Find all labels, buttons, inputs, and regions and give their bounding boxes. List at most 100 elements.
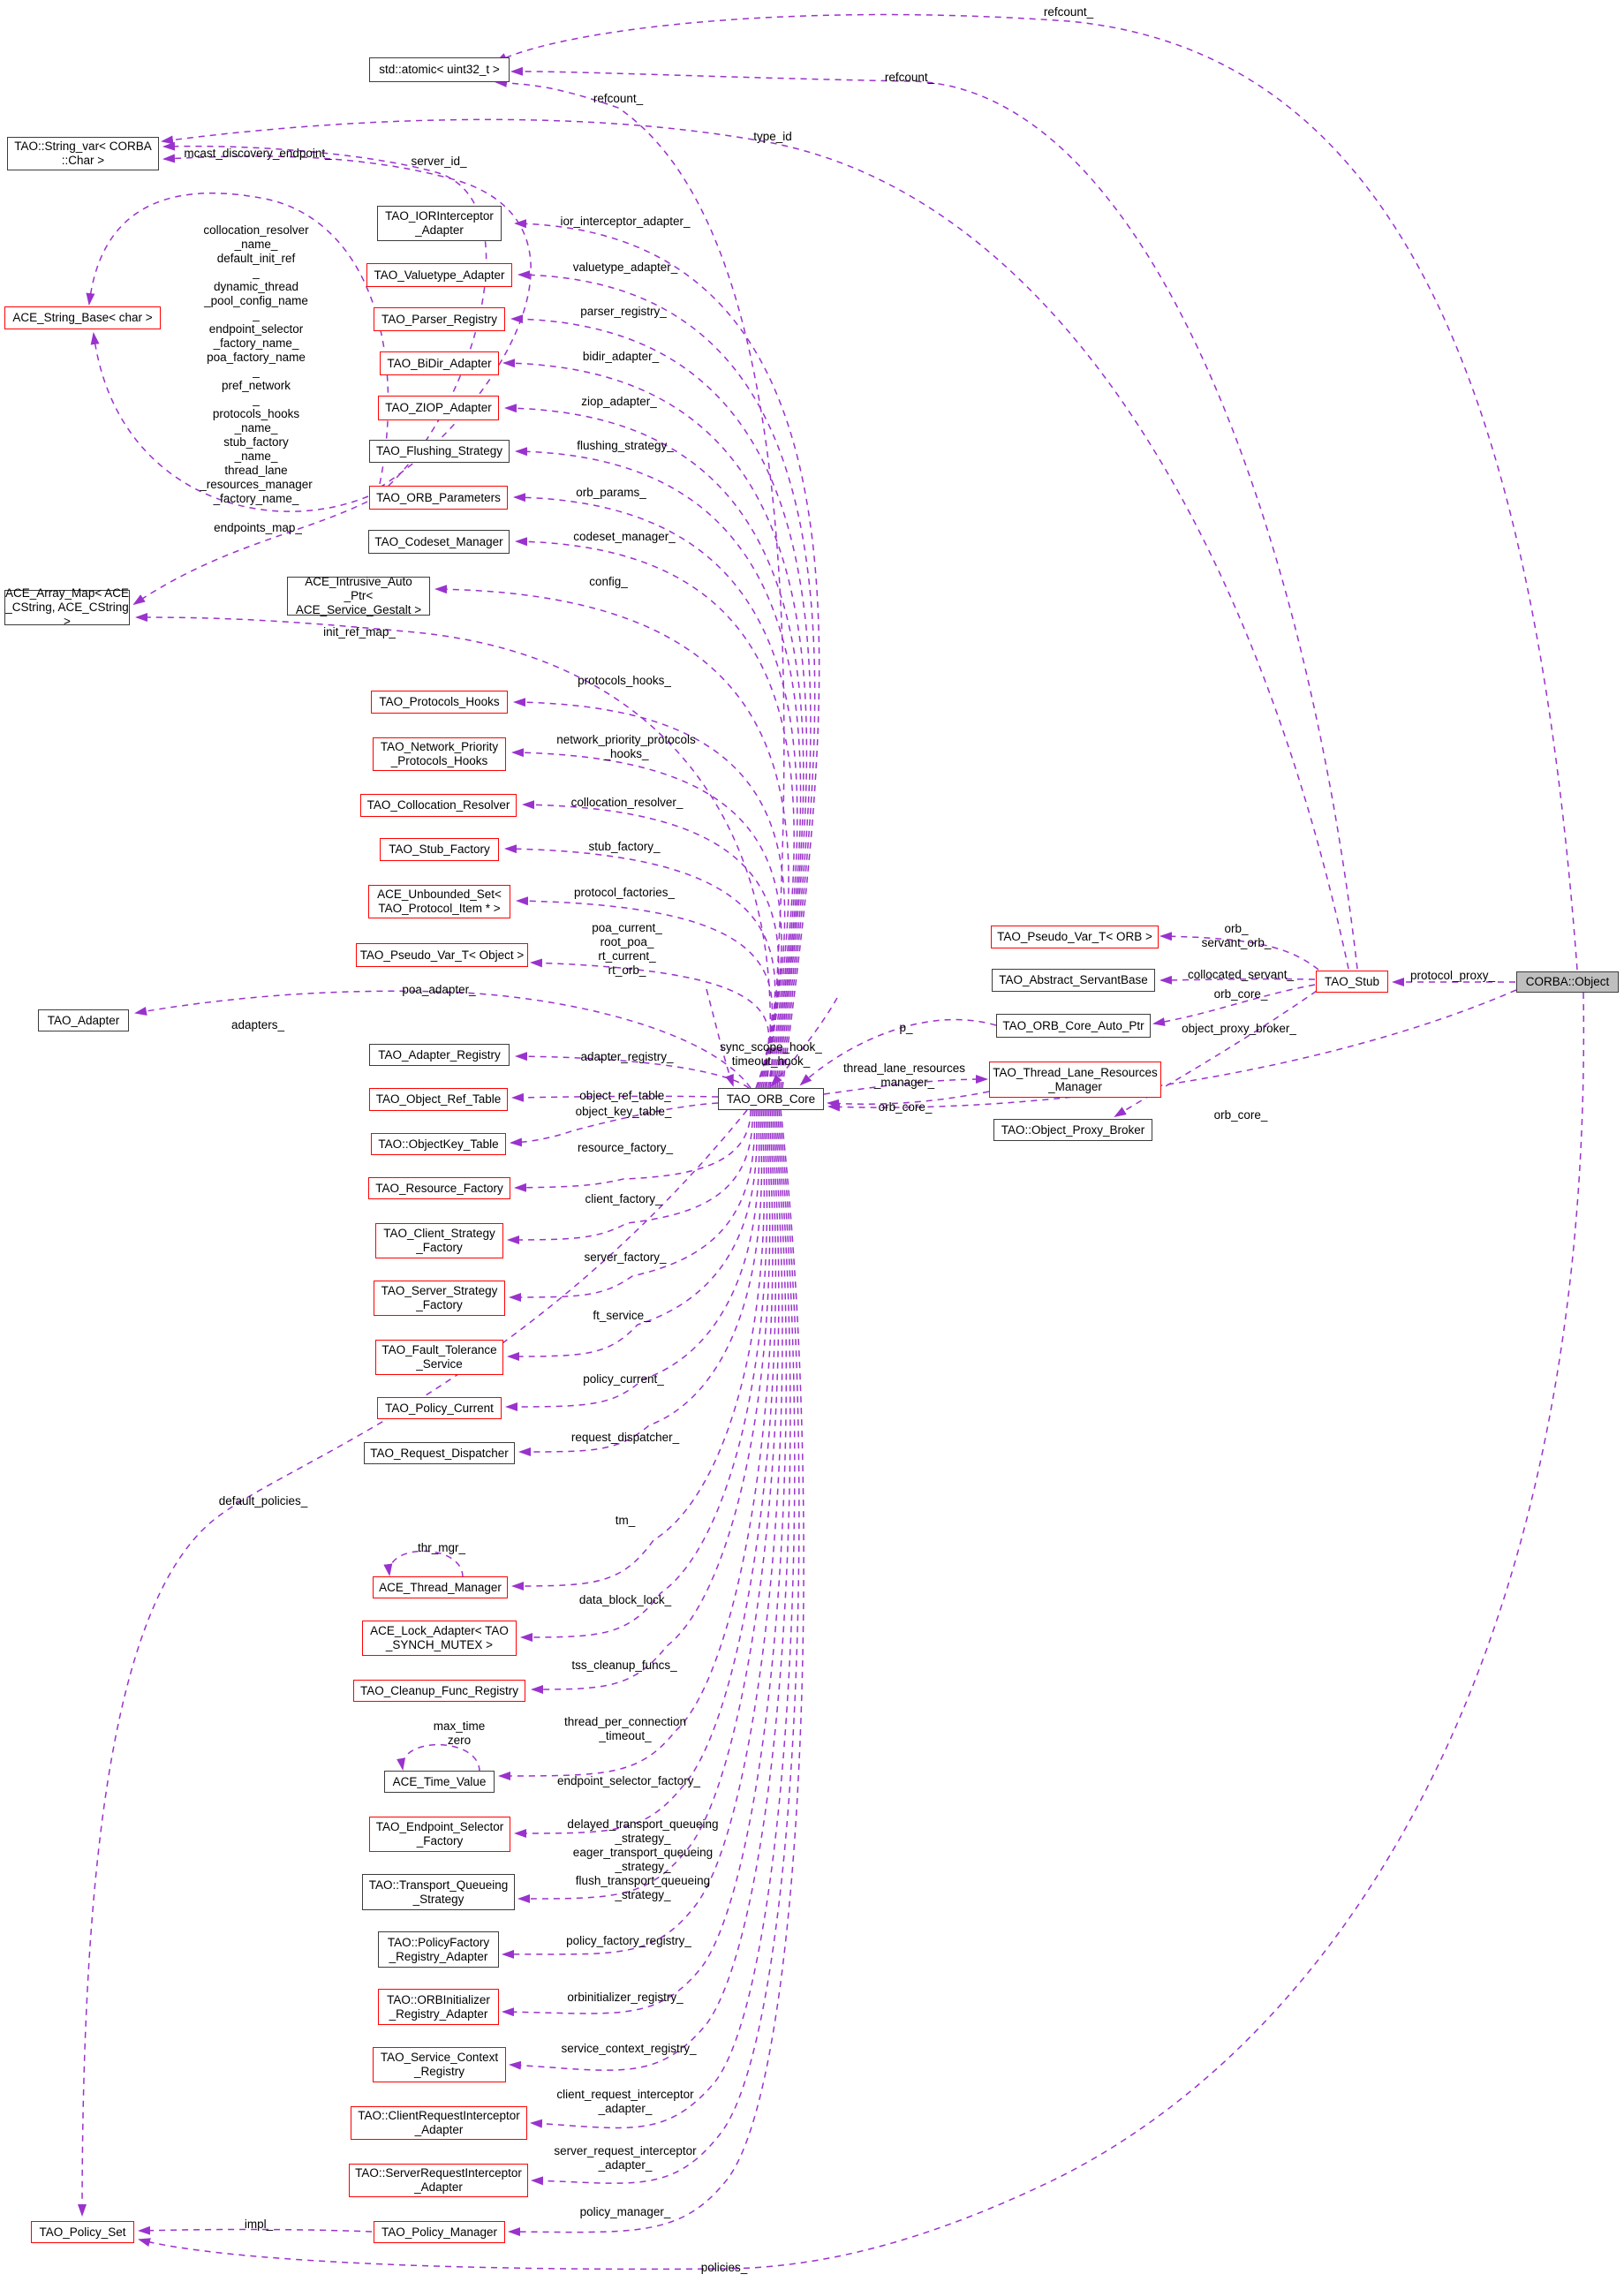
edge-endpoints-map bbox=[132, 501, 368, 606]
class-node-corba-object[interactable]: CORBA::Object bbox=[1516, 971, 1619, 993]
edge-label: ziop_adapter_ bbox=[581, 395, 657, 408]
edge-label: orb_core_ bbox=[1213, 987, 1268, 1001]
edge-label: tm_ bbox=[615, 1514, 636, 1527]
edge-p bbox=[799, 1018, 997, 1086]
class-node-tao-pseudo-var-object[interactable]: TAO_Pseudo_Var_T< Object > bbox=[356, 943, 528, 967]
class-node-tao-orb-parameters[interactable]: TAO_ORB_Parameters bbox=[369, 486, 508, 510]
edge-label: protocols_hooks_ bbox=[578, 674, 671, 687]
edge-orb-core-from-object bbox=[827, 989, 1517, 1112]
class-node-tao-adapter[interactable]: TAO_Adapter bbox=[38, 1009, 129, 1031]
class-node-tao-policy-manager[interactable]: TAO_Policy_Manager bbox=[374, 2221, 505, 2243]
class-node-tao-flushing-strategy[interactable]: TAO_Flushing_Strategy bbox=[369, 440, 510, 463]
edge-collocation-resolver bbox=[522, 800, 780, 1089]
edge-parser-registry bbox=[510, 314, 812, 1089]
edge-label: orb_core_ bbox=[1213, 1108, 1268, 1122]
class-node-tao-adapter-registry[interactable]: TAO_Adapter_Registry bbox=[369, 1044, 510, 1066]
edge-object-ref-table bbox=[511, 1092, 719, 1102]
edge-label: orbinitializer_registry_ bbox=[567, 1991, 684, 2004]
edge-label: object_ref_table_ bbox=[579, 1089, 671, 1102]
class-node-tao-ziop-adapter[interactable]: TAO_ZIOP_Adapter bbox=[378, 396, 499, 420]
edge-label: adapter_registry_ bbox=[580, 1050, 674, 1063]
class-node-tao-orb-core[interactable]: TAO_ORB_Core bbox=[718, 1088, 824, 1110]
class-node-tao-string-var[interactable]: TAO::String_var< CORBA ::Char > bbox=[7, 137, 159, 170]
class-node-tao-policy-set[interactable]: TAO_Policy_Set bbox=[31, 2221, 134, 2243]
edge-mcast-discovery-endpoint bbox=[162, 154, 532, 488]
edge-server-id bbox=[162, 141, 487, 487]
edge-label: stub_factory_ bbox=[588, 840, 661, 853]
edge-label: adapters_ bbox=[230, 1018, 285, 1031]
class-node-tao-object-ref-table[interactable]: TAO_Object_Ref_Table bbox=[369, 1088, 508, 1111]
class-node-tao-server-strategy[interactable]: TAO_Server_Strategy _Factory bbox=[374, 1281, 505, 1316]
class-node-tao-collocation-resolver[interactable]: TAO_Collocation_Resolver bbox=[360, 794, 517, 817]
class-node-tao-iorinterceptor-adapter[interactable]: TAO_IORInterceptor _Adapter bbox=[377, 206, 502, 241]
class-node-tao-stub[interactable]: TAO_Stub bbox=[1316, 971, 1388, 993]
edge-impl bbox=[138, 2225, 373, 2235]
class-node-ace-array-map[interactable]: ACE_Array_Map< ACE _CString, ACE_CString… bbox=[4, 586, 130, 628]
class-node-tao-protocols-hooks[interactable]: TAO_Protocols_Hooks bbox=[371, 691, 508, 714]
class-node-tao-transport-queueing[interactable]: TAO::Transport_Queueing _Strategy bbox=[362, 1874, 515, 1910]
class-node-std-atomic[interactable]: std::atomic< uint32_t > bbox=[369, 57, 510, 82]
edge-init-ref-map bbox=[135, 613, 771, 1089]
edge-label: collocation_resolver_ bbox=[570, 796, 684, 809]
class-node-ace-string-base[interactable]: ACE_String_Base< char > bbox=[4, 306, 161, 329]
edge-label: refcount_ bbox=[1043, 5, 1094, 19]
class-node-tao-service-context-registry[interactable]: TAO_Service_Context _Registry bbox=[373, 2047, 506, 2082]
edge-ziop-adapter bbox=[504, 404, 804, 1089]
edge-label: orb_ servant_orb_ bbox=[1201, 922, 1272, 949]
class-node-tao-abstract-servantbase[interactable]: TAO_Abstract_ServantBase bbox=[992, 969, 1155, 992]
class-node-ace-time-value[interactable]: ACE_Time_Value bbox=[384, 1771, 495, 1793]
edge-label: protocol_factories_ bbox=[573, 886, 676, 899]
edge-ft-service bbox=[507, 1109, 758, 1361]
class-node-tao-endpoint-selector[interactable]: TAO_Endpoint_Selector _Factory bbox=[369, 1817, 510, 1852]
edge-policies bbox=[138, 992, 1585, 2271]
class-node-ace-unbounded-set[interactable]: ACE_Unbounded_Set< TAO_Protocol_Item * > bbox=[368, 885, 510, 918]
edge-object-proxy-broker bbox=[1114, 990, 1318, 1118]
edge-label: default_policies_ bbox=[218, 1494, 308, 1507]
class-node-tao-policyfactory-adapter[interactable]: TAO::PolicyFactory _Registry_Adapter bbox=[378, 1931, 499, 1968]
edge-label: policy_factory_registry_ bbox=[566, 1934, 691, 1947]
edge-label: poa_adapter_ bbox=[402, 983, 476, 996]
class-node-tao-network-priority[interactable]: TAO_Network_Priority _Protocols_Hooks bbox=[373, 737, 506, 771]
edge-client-factory bbox=[507, 1109, 753, 1244]
class-node-tao-bidir-adapter[interactable]: TAO_BiDir_Adapter bbox=[380, 351, 499, 375]
edge-thread-per-connection bbox=[498, 1109, 774, 1780]
class-node-ace-intrusive-auto-ptr[interactable]: ACE_Intrusive_Auto _Ptr< ACE_Service_Ges… bbox=[287, 575, 430, 616]
class-node-tao-orb-core-auto-ptr[interactable]: TAO_ORB_Core_Auto_Ptr bbox=[996, 1014, 1151, 1038]
edge-max-time-zero-loop bbox=[397, 1743, 480, 1772]
edge-collocated-servant bbox=[1159, 975, 1316, 985]
class-node-tao-pseudo-var-orb[interactable]: TAO_Pseudo_Var_T< ORB > bbox=[991, 926, 1159, 948]
class-node-ace-thread-manager[interactable]: ACE_Thread_Manager bbox=[373, 1576, 508, 1598]
edge-label: bidir_adapter_ bbox=[582, 350, 660, 363]
edge-refcount-stub bbox=[510, 66, 1358, 970]
edge-label: init_ref_map_ bbox=[323, 625, 396, 639]
edge-label: refcount_ bbox=[593, 92, 644, 105]
edge-label: valuetype_adapter_ bbox=[572, 261, 678, 274]
class-node-tao-resource-factory[interactable]: TAO_Resource_Factory bbox=[368, 1177, 510, 1199]
class-node-tao-orbinitializer-adapter[interactable]: TAO::ORBInitializer _Registry_Adapter bbox=[378, 1989, 499, 2025]
edge-server-request-interceptor bbox=[531, 1109, 800, 2186]
class-node-tao-parser-registry[interactable]: TAO_Parser_Registry bbox=[374, 307, 505, 331]
class-node-tao-policy-current[interactable]: TAO_Policy_Current bbox=[377, 1397, 502, 1419]
class-node-ace-lock-adapter[interactable]: ACE_Lock_Adapter< TAO _SYNCH_MUTEX > bbox=[362, 1621, 517, 1656]
edge-label: server_factory_ bbox=[584, 1251, 667, 1264]
class-node-tao-stub-factory[interactable]: TAO_Stub_Factory bbox=[380, 838, 499, 861]
edge-label: network_priority_protocols _hooks_ bbox=[556, 733, 696, 760]
edge-label: collocated_servant_ bbox=[1187, 968, 1295, 981]
class-node-tao-request-dispatcher[interactable]: TAO_Request_Dispatcher bbox=[364, 1442, 515, 1464]
class-node-tao-serverrequestinterceptor[interactable]: TAO::ServerRequestInterceptor _Adapter bbox=[349, 2164, 528, 2197]
class-node-tao-client-strategy[interactable]: TAO_Client_Strategy _Factory bbox=[375, 1223, 503, 1258]
class-node-tao-codeset-manager[interactable]: TAO_Codeset_Manager bbox=[368, 530, 510, 554]
class-node-tao-thread-lane-resources[interactable]: TAO_Thread_Lane_Resources _Manager bbox=[989, 1062, 1161, 1098]
edge-label: delayed_transport_queueing _strategy_ ea… bbox=[567, 1817, 719, 1901]
class-node-tao-valuetype-adapter[interactable]: TAO_Valuetype_Adapter bbox=[366, 263, 512, 287]
edge-refcount-corba-object bbox=[495, 13, 1578, 971]
class-node-tao-object-proxy-broker[interactable]: TAO::Object_Proxy_Broker bbox=[993, 1119, 1152, 1141]
edge-protocols-hooks bbox=[513, 698, 786, 1089]
class-node-tao-objectkey-table[interactable]: TAO::ObjectKey_Table bbox=[371, 1133, 506, 1155]
edge-default-policies bbox=[78, 1109, 748, 2217]
edge-valuetype-adapter bbox=[517, 270, 816, 1089]
class-node-tao-fault-tolerance[interactable]: TAO_Fault_Tolerance _Service bbox=[375, 1340, 503, 1375]
class-node-tao-cleanup-func-registry[interactable]: TAO_Cleanup_Func_Registry bbox=[353, 1680, 525, 1702]
class-node-tao-clientrequestinterceptor[interactable]: TAO::ClientRequestInterceptor _Adapter bbox=[351, 2106, 527, 2140]
